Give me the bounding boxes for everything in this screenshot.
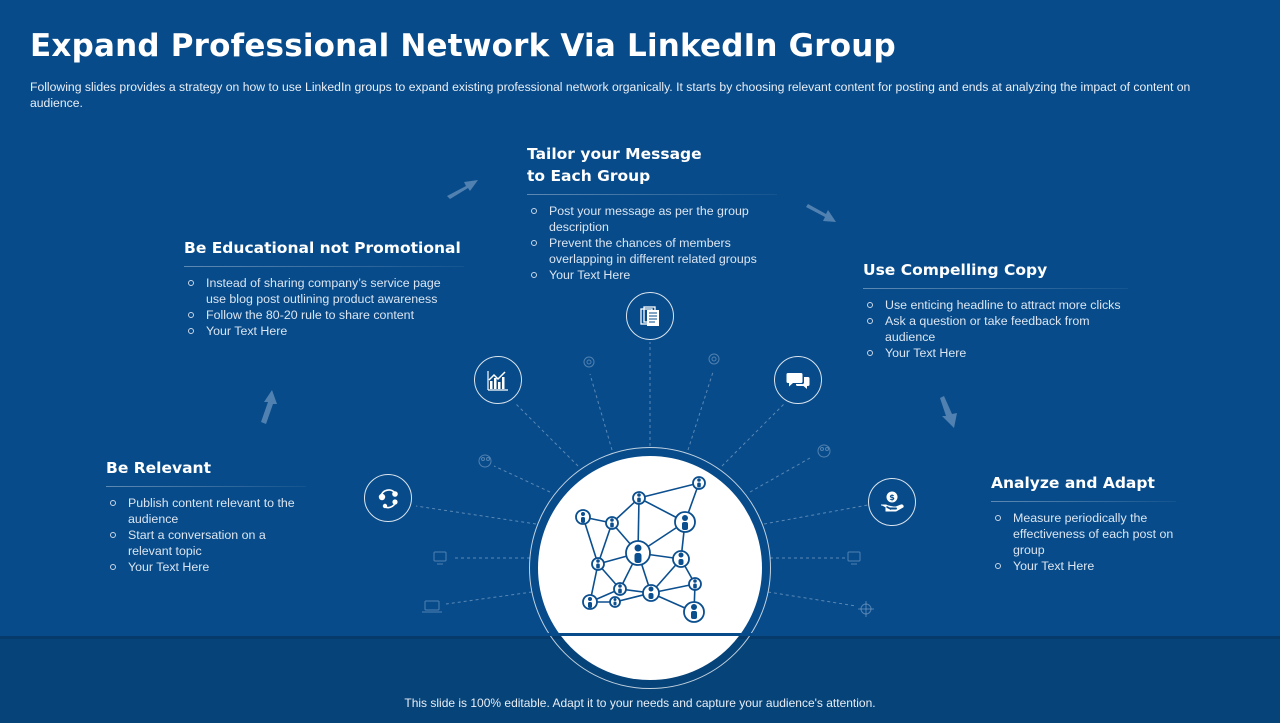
step-heading-line1: Tailor your Message [527, 145, 702, 163]
step-icon-compelling-copy [774, 356, 822, 404]
faint-laptop-icon [422, 600, 442, 613]
chat-bubbles-icon [786, 373, 810, 389]
step-heading-line2: to Each Group [527, 167, 651, 185]
step-heading: Analyze and Adapt [991, 474, 1155, 492]
bullet-list: Post your message as per the group descr… [527, 203, 777, 283]
faint-people-icon [478, 454, 492, 468]
bullet-item: Your Text Here [184, 323, 464, 339]
bullet-item: Use enticing headline to attract more cl… [863, 297, 1128, 313]
bullet-item: Start a conversation on a relevant topic [106, 527, 306, 559]
connector-line-right-upper [721, 403, 785, 467]
bullet-list: Publish content relevant to the audience… [106, 495, 306, 575]
center-hub [538, 456, 762, 680]
step-heading: Be Relevant [106, 459, 212, 477]
heading-rule [184, 266, 464, 267]
step-analyze-adapt: Analyze and Adapt Measure periodically t… [991, 472, 1176, 574]
bullet-item: Follow the 80-20 rule to share content [184, 307, 464, 323]
faint-people-icon [817, 444, 831, 458]
bullet-item: Publish content relevant to the audience [106, 495, 306, 527]
heading-rule [106, 486, 306, 487]
connector-line-right [763, 504, 869, 525]
faint-gear-icon [708, 353, 720, 365]
bullet-item: Instead of sharing company’s service pag… [184, 275, 464, 307]
bullet-item: Ask a question or take feedback from aud… [863, 313, 1128, 345]
heading-rule [863, 288, 1128, 289]
step-be-educational: Be Educational not Promotional Instead o… [184, 237, 464, 339]
heading-rule [527, 194, 777, 195]
bullet-item: Post your message as per the group descr… [527, 203, 777, 235]
faint-monitor-icon [433, 551, 447, 565]
bar-chart-icon [487, 371, 508, 391]
arrow-down-icon [940, 396, 957, 428]
bullet-list: Measure periodically the effectiveness o… [991, 510, 1176, 574]
people-network-icon [575, 476, 706, 623]
arrow-down-right-icon [806, 204, 836, 222]
connector-line [687, 371, 714, 451]
bullet-item: Your Text Here [106, 559, 306, 575]
slide-title: Expand Professional Network Via LinkedIn… [30, 28, 896, 64]
svg-text:$: $ [889, 493, 895, 502]
hub-base-cut [520, 633, 780, 636]
step-compelling-copy: Use Compelling Copy Use enticing headlin… [863, 259, 1128, 361]
connector-line [589, 373, 613, 451]
money-hand-icon: $ [881, 491, 904, 512]
step-icon-tailor-message [626, 292, 674, 340]
bullet-item: Your Text Here [991, 558, 1176, 574]
faint-gear-icon [583, 356, 595, 368]
bullet-item: Measure periodically the effectiveness o… [991, 510, 1176, 558]
heading-rule [991, 501, 1176, 502]
faint-network-icon [858, 601, 874, 617]
step-be-relevant: Be Relevant Publish content relevant to … [106, 457, 306, 575]
bullet-item: Your Text Here [863, 345, 1128, 361]
documents-icon [640, 306, 659, 326]
connector-line [445, 591, 533, 605]
step-icon-be-relevant [364, 474, 412, 522]
bullet-item: Your Text Here [527, 267, 777, 283]
network-cycle-icon [378, 489, 398, 509]
slide-footer: This slide is 100% editable. Adapt it to… [404, 696, 876, 710]
bullet-item: Prevent the chances of members overlappi… [527, 235, 777, 267]
slide-subtitle: Following slides provides a strategy on … [30, 80, 1191, 110]
step-heading: Use Compelling Copy [863, 261, 1048, 279]
step-icon-be-educational [474, 356, 522, 404]
connector-line [767, 591, 857, 607]
bullet-list: Instead of sharing company’s service pag… [184, 275, 464, 339]
connector-line-left-upper [515, 403, 579, 467]
connector-line-left [415, 505, 537, 525]
step-tailor-message: Tailor your Message to Each Group Post y… [527, 143, 777, 283]
faint-monitor-icon [847, 551, 861, 565]
step-icon-analyze-adapt: $ [868, 478, 916, 526]
arrow-up-icon [261, 390, 277, 424]
bullet-list: Use enticing headline to attract more cl… [863, 297, 1128, 361]
hub-ring [529, 447, 771, 689]
step-heading: Be Educational not Promotional [184, 239, 461, 257]
arrow-up-right-icon [447, 180, 478, 199]
connector-line [749, 457, 811, 493]
connector-line [493, 465, 551, 493]
